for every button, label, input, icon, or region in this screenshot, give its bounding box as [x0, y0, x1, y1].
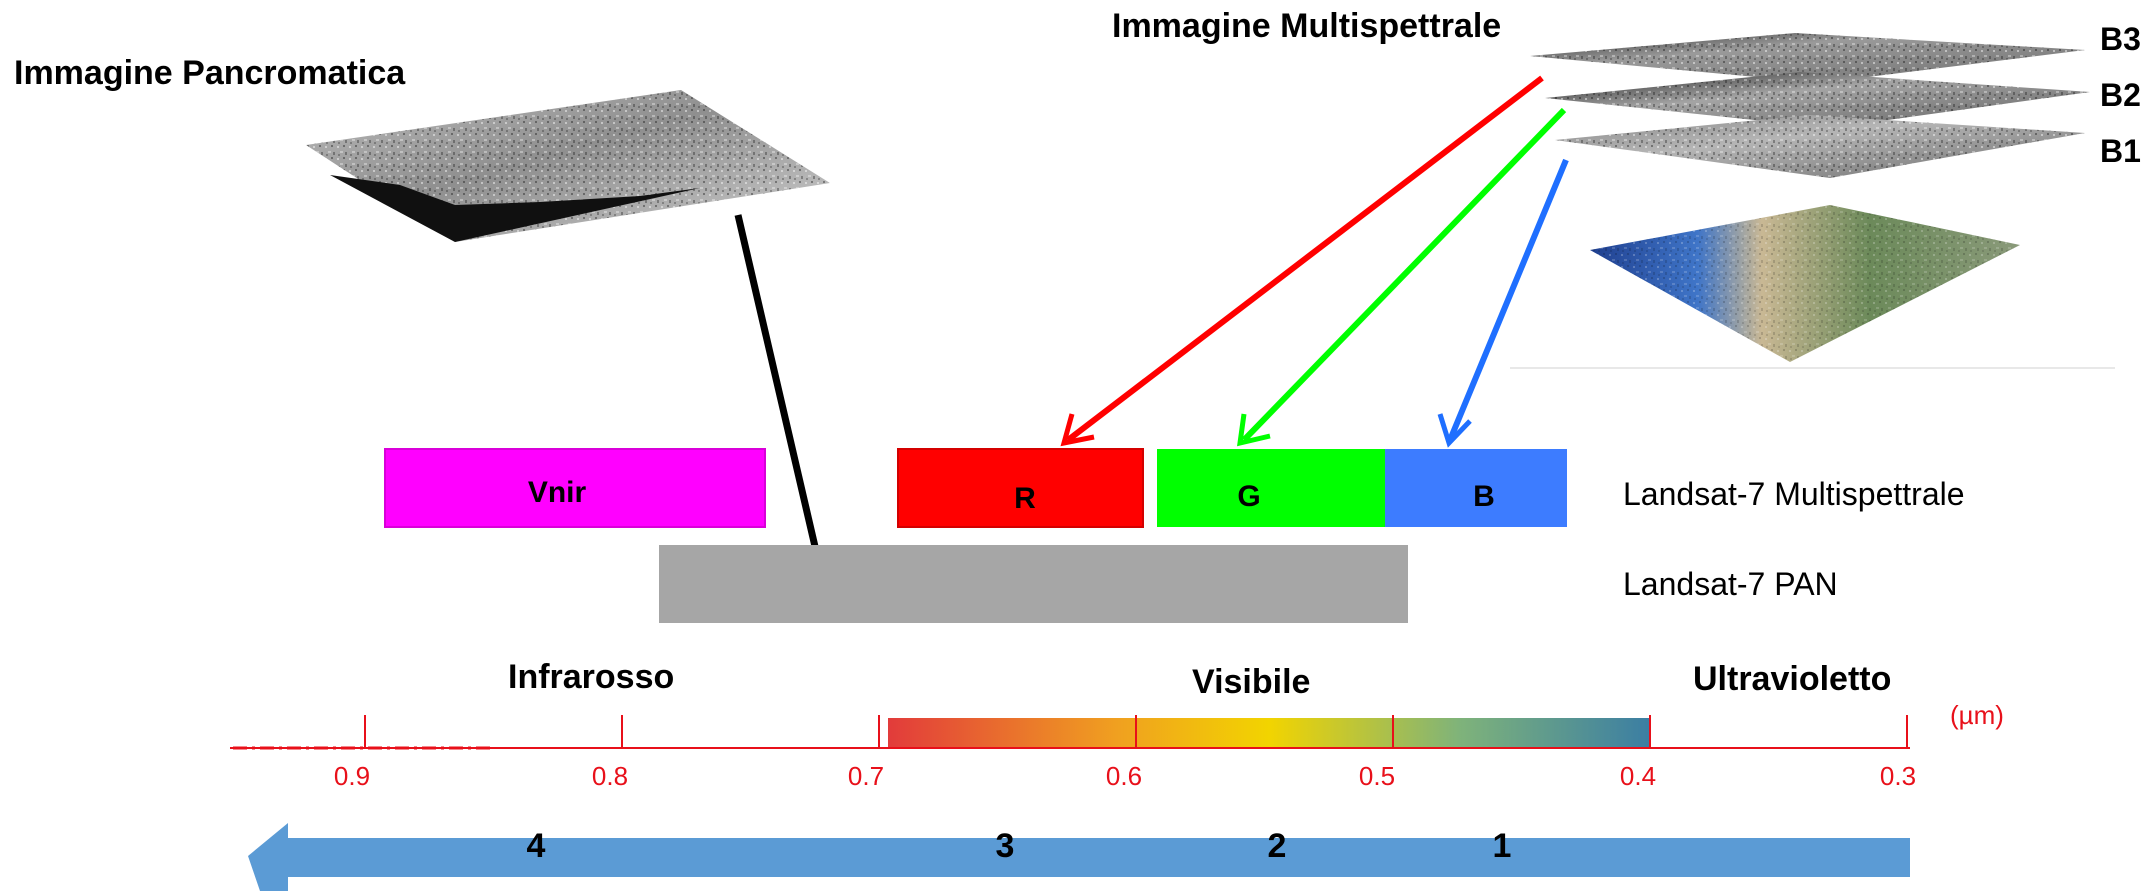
band-blue: B — [1385, 449, 1567, 527]
band-red-rect — [897, 448, 1144, 528]
band-green-rect — [1157, 449, 1385, 527]
scale-tick-label: 0.6 — [1106, 761, 1142, 791]
arrow-numbers: 4 3 2 1 — [527, 827, 1512, 865]
pan-arrow-shaft — [734, 214, 824, 569]
arrow-number: 1 — [1493, 827, 1512, 865]
red-arrow-head — [1060, 413, 1095, 447]
pan-band-rect — [659, 545, 1408, 623]
scale-tick-label: 0.7 — [848, 761, 884, 791]
blue-arrow-head — [1437, 413, 1472, 448]
green-arrow-head — [1237, 413, 1271, 447]
sensor-multispectral-label: Landsat-7 Multispettrale — [1623, 476, 1965, 512]
band-red-label: R — [1014, 482, 1036, 515]
scale-tick-label: 0.8 — [592, 761, 628, 791]
scale-tick-label: 0.4 — [1620, 761, 1656, 791]
scale-tick-label: 0.3 — [1880, 761, 1916, 791]
scale-tick-label: 0.9 — [334, 761, 370, 791]
visible-spectrum-bar — [888, 718, 1650, 748]
arrow-number: 2 — [1268, 827, 1287, 865]
panchromatic-image — [306, 90, 830, 242]
green-band-arrow — [1241, 107, 1567, 443]
scale-tick-labels: 0.9 0.8 0.7 0.6 0.5 0.4 0.3 — [334, 761, 1916, 791]
blue-band-arrow — [1447, 158, 1569, 442]
band-blue-label: B — [1473, 480, 1495, 513]
sensor-pan-label: Landsat-7 PAN — [1623, 566, 1838, 602]
region-ultraviolet-label: Ultravioletto — [1693, 660, 1891, 698]
band-green: G — [1157, 449, 1385, 527]
arrow-number: 4 — [527, 827, 546, 865]
red-band-arrow — [1066, 75, 1544, 443]
multispectral-stack — [1510, 33, 2115, 369]
band-red: R — [897, 448, 1144, 528]
layer-label-b2: B2 — [2100, 77, 2141, 113]
scale-tick-label: 0.5 — [1359, 761, 1395, 791]
band-green-label: G — [1237, 480, 1260, 513]
scale-unit-label: (µm) — [1950, 700, 2004, 730]
wavelength-direction-arrow — [248, 823, 1910, 891]
band-vnir-label: Vnir — [528, 476, 587, 509]
region-visible-label: Visibile — [1192, 663, 1310, 701]
layer-label-b1: B1 — [2100, 133, 2141, 169]
region-infrared-label: Infrarosso — [508, 658, 674, 696]
layer-label-b3: B3 — [2100, 21, 2141, 57]
multispectral-title: Immagine Multispettrale — [1112, 7, 1501, 45]
band-vnir-rect — [384, 448, 766, 528]
band-vnir: Vnir — [384, 448, 766, 528]
arrow-number: 3 — [996, 827, 1015, 865]
scale-ticks — [364, 715, 1908, 748]
panchromatic-title: Immagine Pancromatica — [14, 54, 406, 92]
band-blue-rect — [1385, 449, 1567, 527]
